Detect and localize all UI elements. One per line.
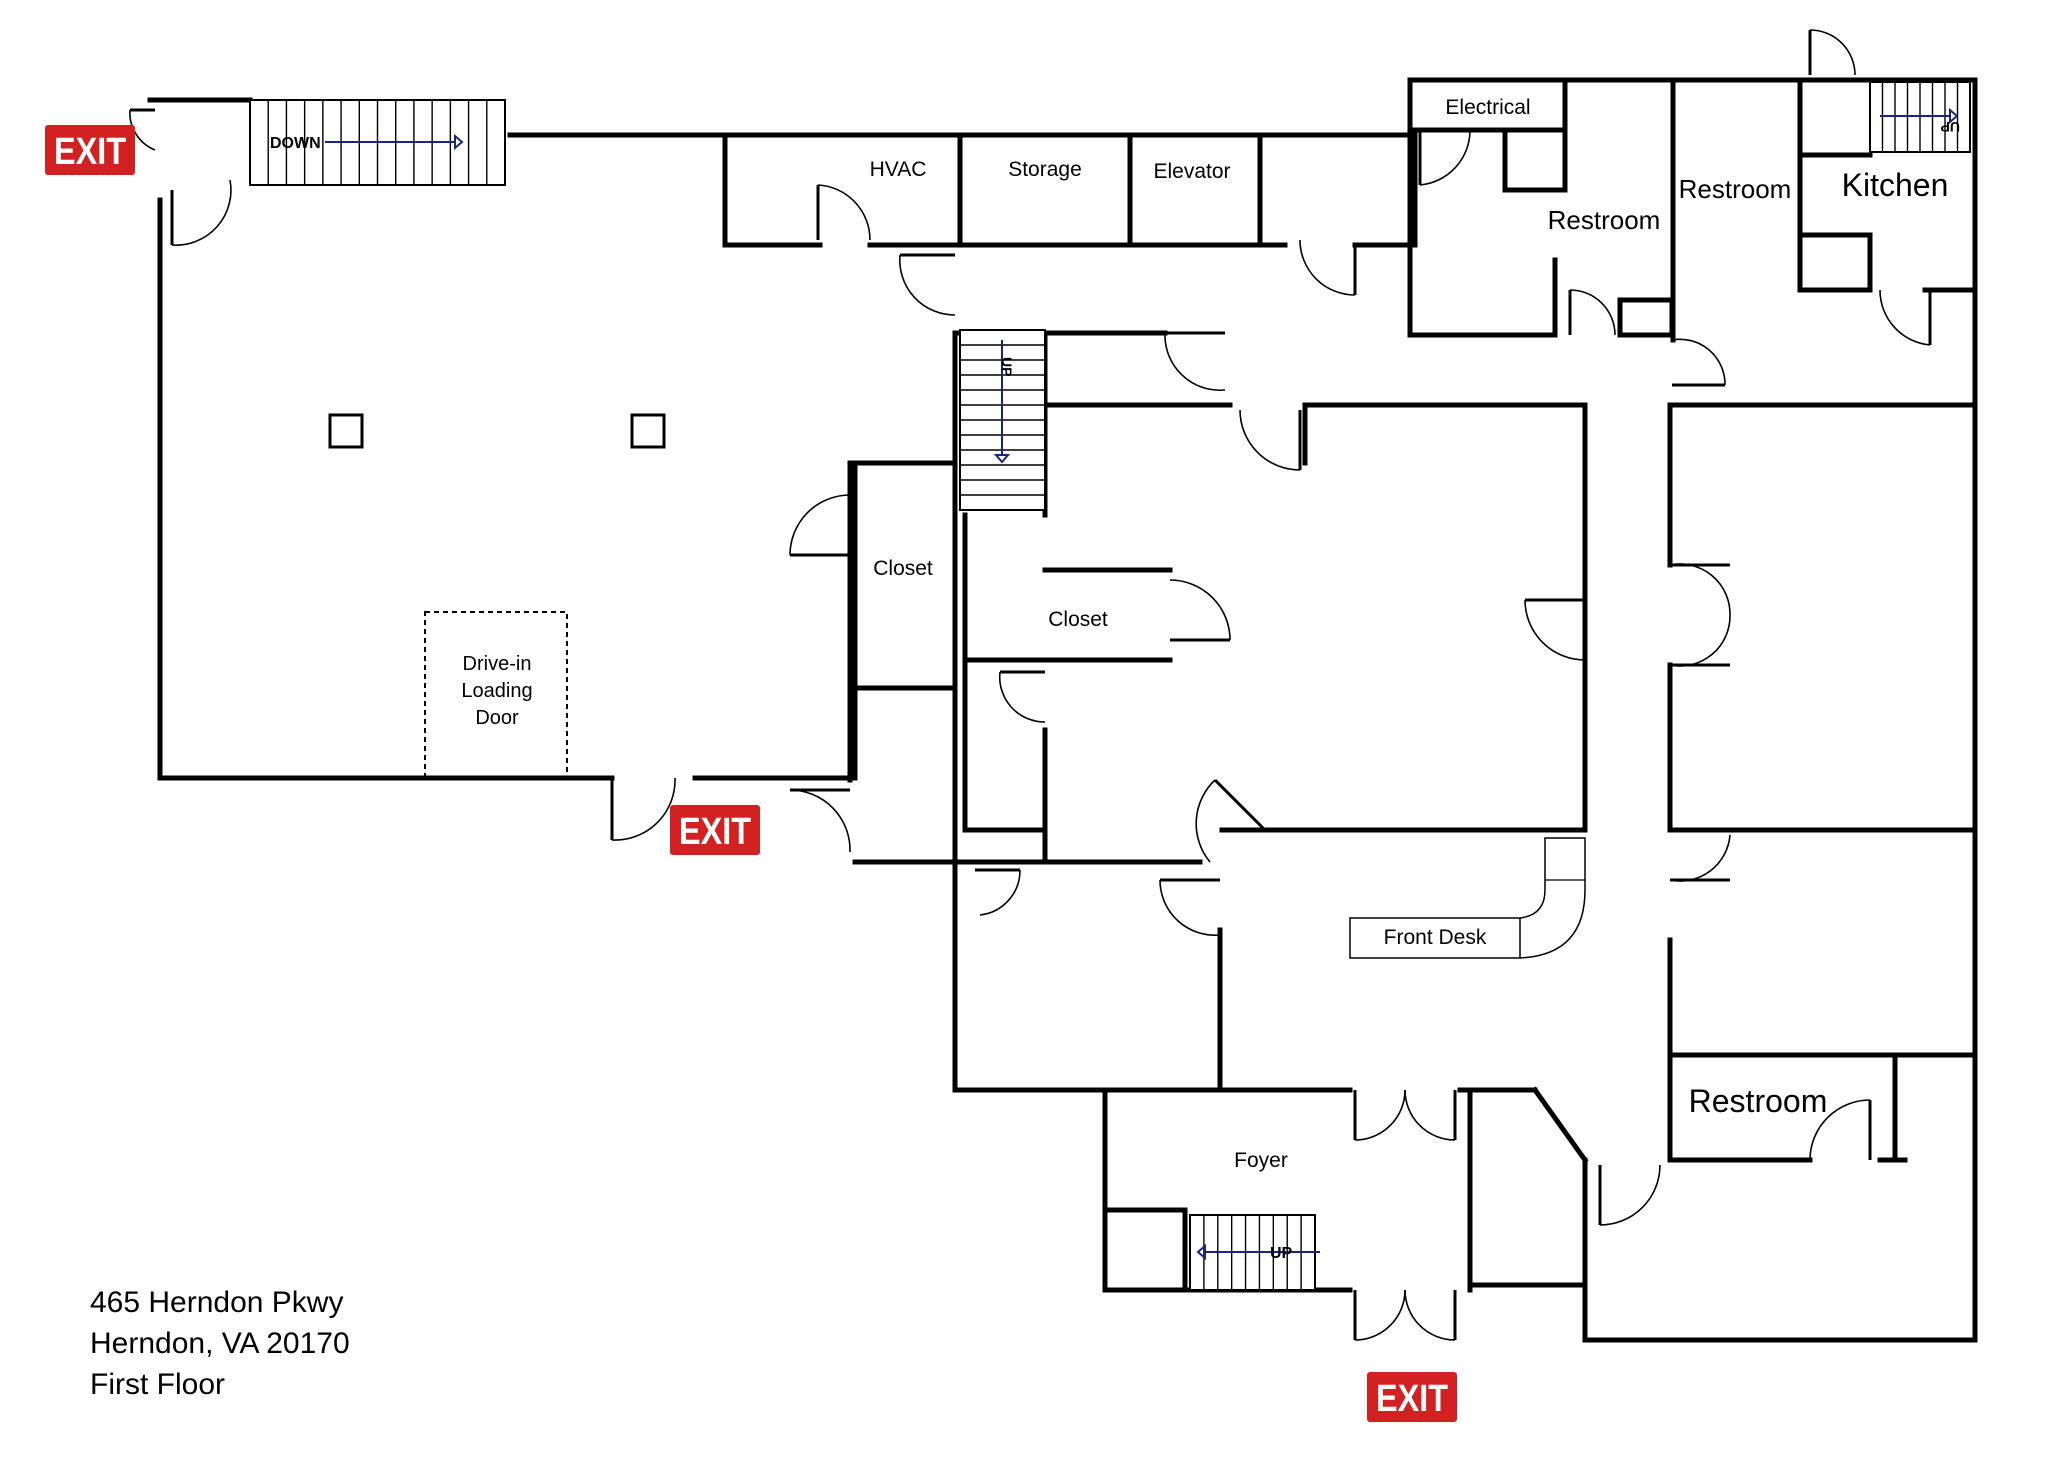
exit-sign-middle: EXIT [670, 805, 760, 855]
room-labels: HVAC Storage Elevator Electrical Restroo… [870, 96, 1949, 1172]
label-storage: Storage [1008, 158, 1082, 181]
stairs-down-label: DOWN [270, 135, 321, 152]
stairs-down: DOWN [249, 99, 506, 186]
loading-door-line1: Drive-in [463, 653, 532, 675]
front-desk-label: Front Desk [1384, 926, 1487, 949]
label-hvac: HVAC [870, 158, 927, 181]
label-restroom-top: Restroom [1679, 174, 1792, 204]
loading-door-line2: Loading [461, 680, 532, 702]
label-foyer: Foyer [1234, 1149, 1288, 1172]
stairs-up-kitchen: UP [1869, 81, 1971, 153]
address-line2: Herndon, VA 20170 [90, 1327, 350, 1360]
exit-sign-bottom: EXIT [1367, 1372, 1457, 1422]
label-restroom-bottom: Restroom [1689, 1083, 1828, 1119]
stairs-up-foyer-label: UP [1270, 1245, 1293, 1262]
loading-door-line3: Door [475, 707, 519, 729]
walls [147, 77, 1978, 1343]
exit-sign-top-left-text: EXIT [54, 131, 126, 173]
label-closet-right: Closet [1048, 608, 1108, 631]
label-electrical: Electrical [1445, 96, 1530, 119]
stairs-up-center-label: UP [999, 357, 1015, 376]
front-desk: Front Desk [1349, 837, 1586, 959]
doors [129, 29, 1932, 1341]
label-kitchen: Kitchen [1842, 167, 1949, 203]
loading-door: Drive-in Loading Door [424, 611, 568, 779]
exit-sign-bottom-text: EXIT [1376, 1378, 1448, 1420]
label-elevator: Elevator [1153, 160, 1230, 183]
address-line1: 465 Herndon Pkwy [90, 1286, 344, 1319]
label-closet-left: Closet [873, 557, 933, 580]
exit-sign-middle-text: EXIT [679, 811, 751, 853]
label-restroom-mid: Restroom [1548, 205, 1661, 235]
stairs-up-foyer: UP [1189, 1214, 1320, 1291]
columns [328, 413, 666, 449]
address-block: 465 Herndon Pkwy Herndon, VA 20170 First… [90, 1282, 350, 1405]
stairs-up-center: UP [959, 329, 1046, 511]
exit-sign-top-left: EXIT [45, 125, 135, 175]
address-line3: First Floor [90, 1368, 225, 1401]
stairs-up-kitchen-label: UP [1941, 119, 1960, 135]
